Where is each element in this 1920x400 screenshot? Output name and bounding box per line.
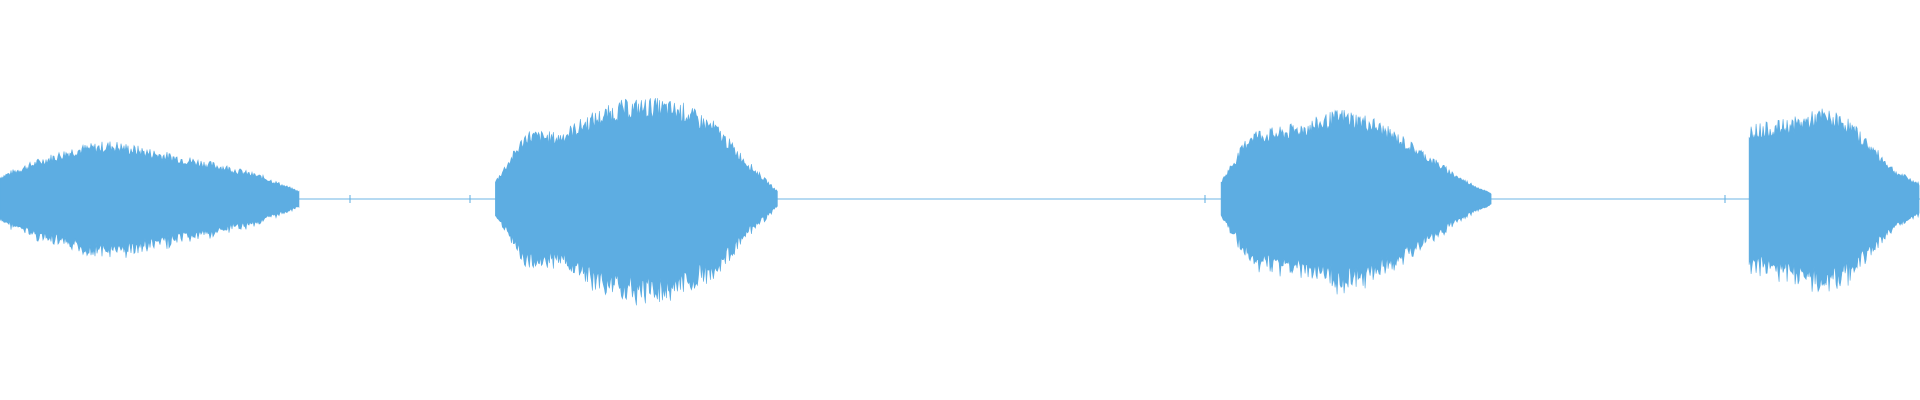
waveform-channel — [0, 98, 1920, 306]
waveform-clip-1 — [0, 141, 300, 258]
waveform-clip-2 — [495, 98, 778, 306]
waveform-clip-3 — [1220, 109, 1492, 295]
waveform-clip-4 — [1748, 108, 1920, 293]
